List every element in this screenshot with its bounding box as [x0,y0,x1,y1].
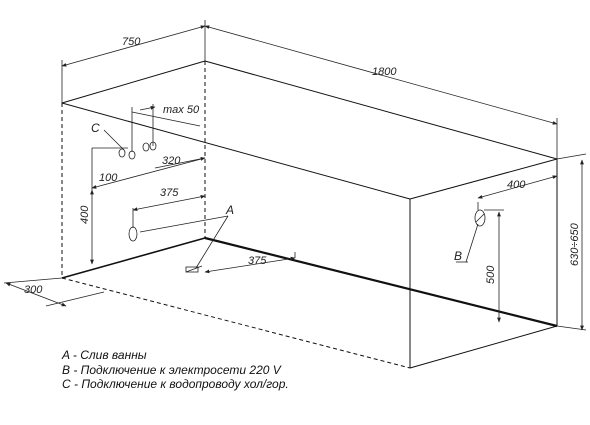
dim-pipe-offset-b [91,148,206,190]
water-pipes [92,104,201,160]
dim-pipe-offset-a [154,156,206,169]
drain-outlet [128,226,138,242]
dim-pipe-offset-a-label: 320 [162,155,181,167]
marker-a: A [225,203,234,217]
dim-max-height-label: max 50 [163,104,200,116]
dim-pipe-offset-b-label: 100 [99,172,118,184]
dim-total-height [556,153,587,331]
drain-leader [139,215,229,273]
dim-top-width [61,20,206,103]
legend: A - Слив ванны B - Подключение к электро… [62,348,289,392]
dim-socket-offset [477,175,558,199]
marker-b: B [454,249,462,263]
dim-top-width-label: 750 [122,36,141,48]
legend-item-b: B - Подключение к электросети 220 V [62,362,281,377]
dim-socket-height [484,209,504,323]
dim-drain-offset-back-label: 375 [160,187,179,199]
dim-drain-offset-back [132,194,206,228]
dim-drain-offset-floor-label: 375 [248,255,267,267]
dim-total-height-label: 630÷650 [569,222,581,266]
legend-item-a: A - Слив ванны [62,348,147,362]
marker-c: C [91,121,100,135]
dim-socket-height-label: 500 [485,265,497,284]
dim-drain-offset-floor [204,252,296,274]
power-socket [456,202,486,263]
dim-floor-depth [3,277,105,307]
bathtub-outline [61,60,558,369]
legend-item-c: C - Подключение к водопроводу хол/гор. [62,377,289,391]
dim-length [204,25,558,159]
dim-max-height [139,105,156,111]
dim-floor-depth-label: 300 [24,284,43,296]
dim-back-height-label: 400 [79,205,91,224]
dim-socket-offset-label: 400 [507,179,526,191]
dim-length-label: 1800 [372,66,397,78]
